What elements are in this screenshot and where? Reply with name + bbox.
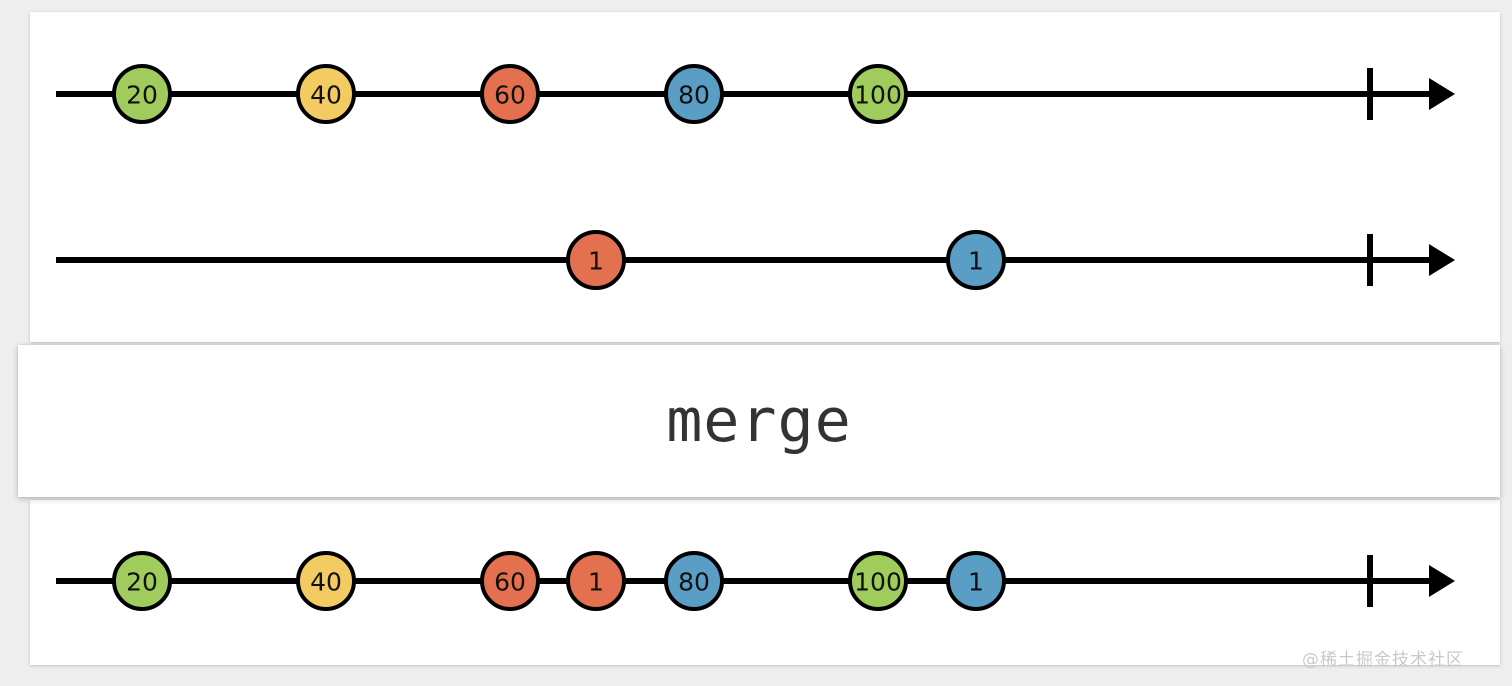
watermark: @稀土掘金技术社区	[1302, 650, 1464, 670]
source-streams-panel	[30, 12, 1500, 342]
result-stream-panel	[30, 500, 1500, 665]
operator-panel: merge	[18, 345, 1500, 497]
operator-label: merge	[666, 386, 852, 456]
